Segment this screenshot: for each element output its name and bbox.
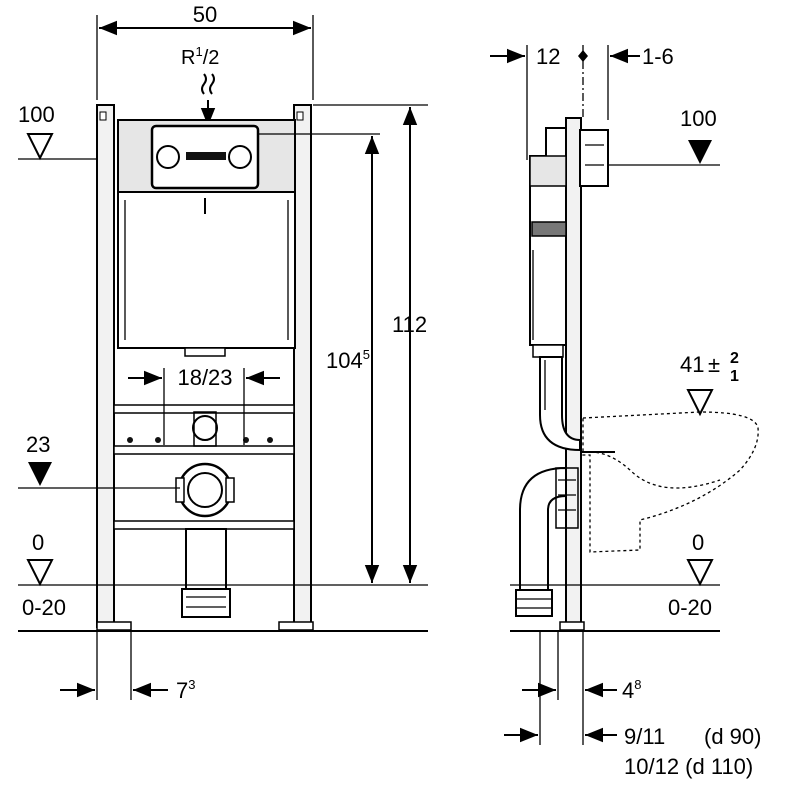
svg-text:R1/2: R1/2: [181, 44, 219, 69]
bowl-height-upper: 2: [730, 350, 739, 367]
left-frame-leg: [96, 104, 115, 628]
pipe-offset-sup: 8: [634, 677, 641, 692]
side-level-100-marker: 100: [600, 106, 720, 166]
width-dimension: 50: [96, 2, 314, 100]
front-view: 50 R1/2 100: [18, 2, 428, 703]
height-flush-base: 104: [326, 348, 363, 373]
height-flush-sup: 5: [363, 347, 370, 362]
level-0-label: 0: [32, 530, 44, 555]
svg-text:73: 73: [176, 677, 195, 703]
side-frame-post: [565, 117, 582, 631]
side-level-100-label: 100: [680, 106, 717, 131]
pipe-offset-dimension: 48: [522, 632, 641, 745]
level-0-marker: 0 0-20: [18, 530, 428, 632]
height-total-label: 112: [392, 312, 427, 337]
drain-connection: [175, 462, 235, 618]
cistern: [117, 119, 380, 357]
level-23-label: 23: [26, 432, 50, 457]
foot-offset-sup: 3: [188, 677, 195, 692]
bowl-height-lower: 1: [730, 368, 739, 385]
side-view: 12 1-6 100: [490, 44, 761, 779]
spacing-label: 18/23: [177, 365, 232, 390]
svg-text:1045: 1045: [326, 347, 370, 373]
wall-gap-label: 1-6: [642, 44, 674, 69]
right-frame-leg: [293, 104, 312, 628]
side-level-0-label: 0: [692, 530, 704, 555]
svg-text:48: 48: [622, 677, 641, 703]
level-100-label: 100: [18, 102, 55, 127]
side-drain-elbow: [515, 466, 579, 617]
bolt-spacing-dimension: 18/23: [128, 365, 280, 445]
bowl-height-base: 41: [680, 352, 704, 377]
offset-d90-label: 9/11: [624, 724, 665, 749]
depth-dimension: 12 1-6: [490, 44, 674, 160]
drain-offset-dimension: 9/11 (d 90) 10/12 (d 110): [504, 632, 761, 779]
side-floor-range-label: 0-20: [668, 595, 712, 620]
level-23-marker: 23: [18, 432, 180, 489]
side-level-0-marker: 0 0-20: [510, 530, 720, 632]
water-supply-marker: R1/2: [181, 44, 219, 126]
d90-label: (d 90): [704, 724, 761, 749]
foot-offset-dimension: 73: [60, 630, 195, 703]
side-cistern: [529, 127, 567, 358]
foot-offset-base: 7: [176, 678, 188, 703]
bowl-height-marker: 41 ± 2 1: [680, 350, 739, 417]
floor-range-label: 0-20: [22, 595, 66, 620]
supply-label-sub: /2: [203, 47, 220, 69]
offset-d110-label: 10/12 (d 110): [624, 754, 753, 779]
depth-label: 12: [536, 44, 560, 69]
supply-label-sup: 1: [195, 44, 202, 59]
height-dimensions: 112 1045: [313, 104, 428, 583]
bowl-height-pm: ±: [708, 352, 720, 377]
level-100-marker: 100: [18, 102, 98, 161]
side-flush-pipe: [539, 356, 581, 452]
supply-label-base: R: [181, 47, 195, 69]
width-label: 50: [193, 2, 217, 27]
pipe-offset-base: 4: [622, 678, 634, 703]
wc-bowl-outline: [582, 411, 759, 553]
